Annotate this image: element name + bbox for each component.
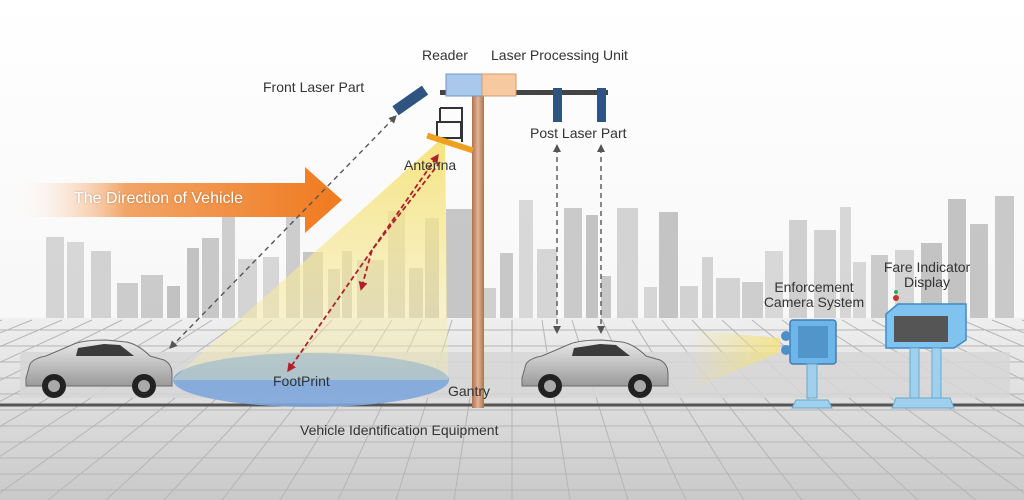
laser-processing-unit-label: Laser Processing Unit xyxy=(491,47,628,63)
reader-box xyxy=(445,73,483,97)
gantry-crossbar xyxy=(440,90,608,95)
reader-label: Reader xyxy=(422,47,468,63)
processing-unit-box xyxy=(481,73,517,97)
antenna-label: Antenna xyxy=(404,157,457,173)
antenna-icon xyxy=(426,132,474,154)
gantry-pole xyxy=(472,88,484,408)
fare-indicator-display-label: Fare Indicator Display xyxy=(883,259,971,291)
post-laser-icon-1 xyxy=(553,88,562,122)
gantry-label: Gantry xyxy=(448,383,491,399)
signal-arrow-down xyxy=(287,153,439,373)
camera-beam xyxy=(690,330,780,390)
enforcement-camera-icon xyxy=(781,319,837,409)
enforcement-camera-system-label: Enforcement Camera System xyxy=(763,279,865,311)
antenna-mount xyxy=(436,121,462,139)
front-laser-part-label: Front Laser Part xyxy=(263,79,365,95)
fare-indicator-display-icon xyxy=(885,290,967,409)
footprint-label: FootPrint xyxy=(273,373,330,389)
front-laser-icon xyxy=(392,85,429,116)
car-right-icon xyxy=(521,339,669,398)
road-floor xyxy=(0,318,1024,500)
signal-arrow-return xyxy=(358,161,441,291)
post-laser-icon-2 xyxy=(597,88,606,122)
post-laser-part-label: Post Laser Part xyxy=(530,125,627,141)
direction-of-vehicle-label: The Direction of Vehicle xyxy=(74,190,243,207)
front-laser-line xyxy=(169,115,397,349)
car-left-icon xyxy=(25,339,173,398)
vehicle-identification-equipment-label: Vehicle Identification Equipment xyxy=(300,422,499,438)
